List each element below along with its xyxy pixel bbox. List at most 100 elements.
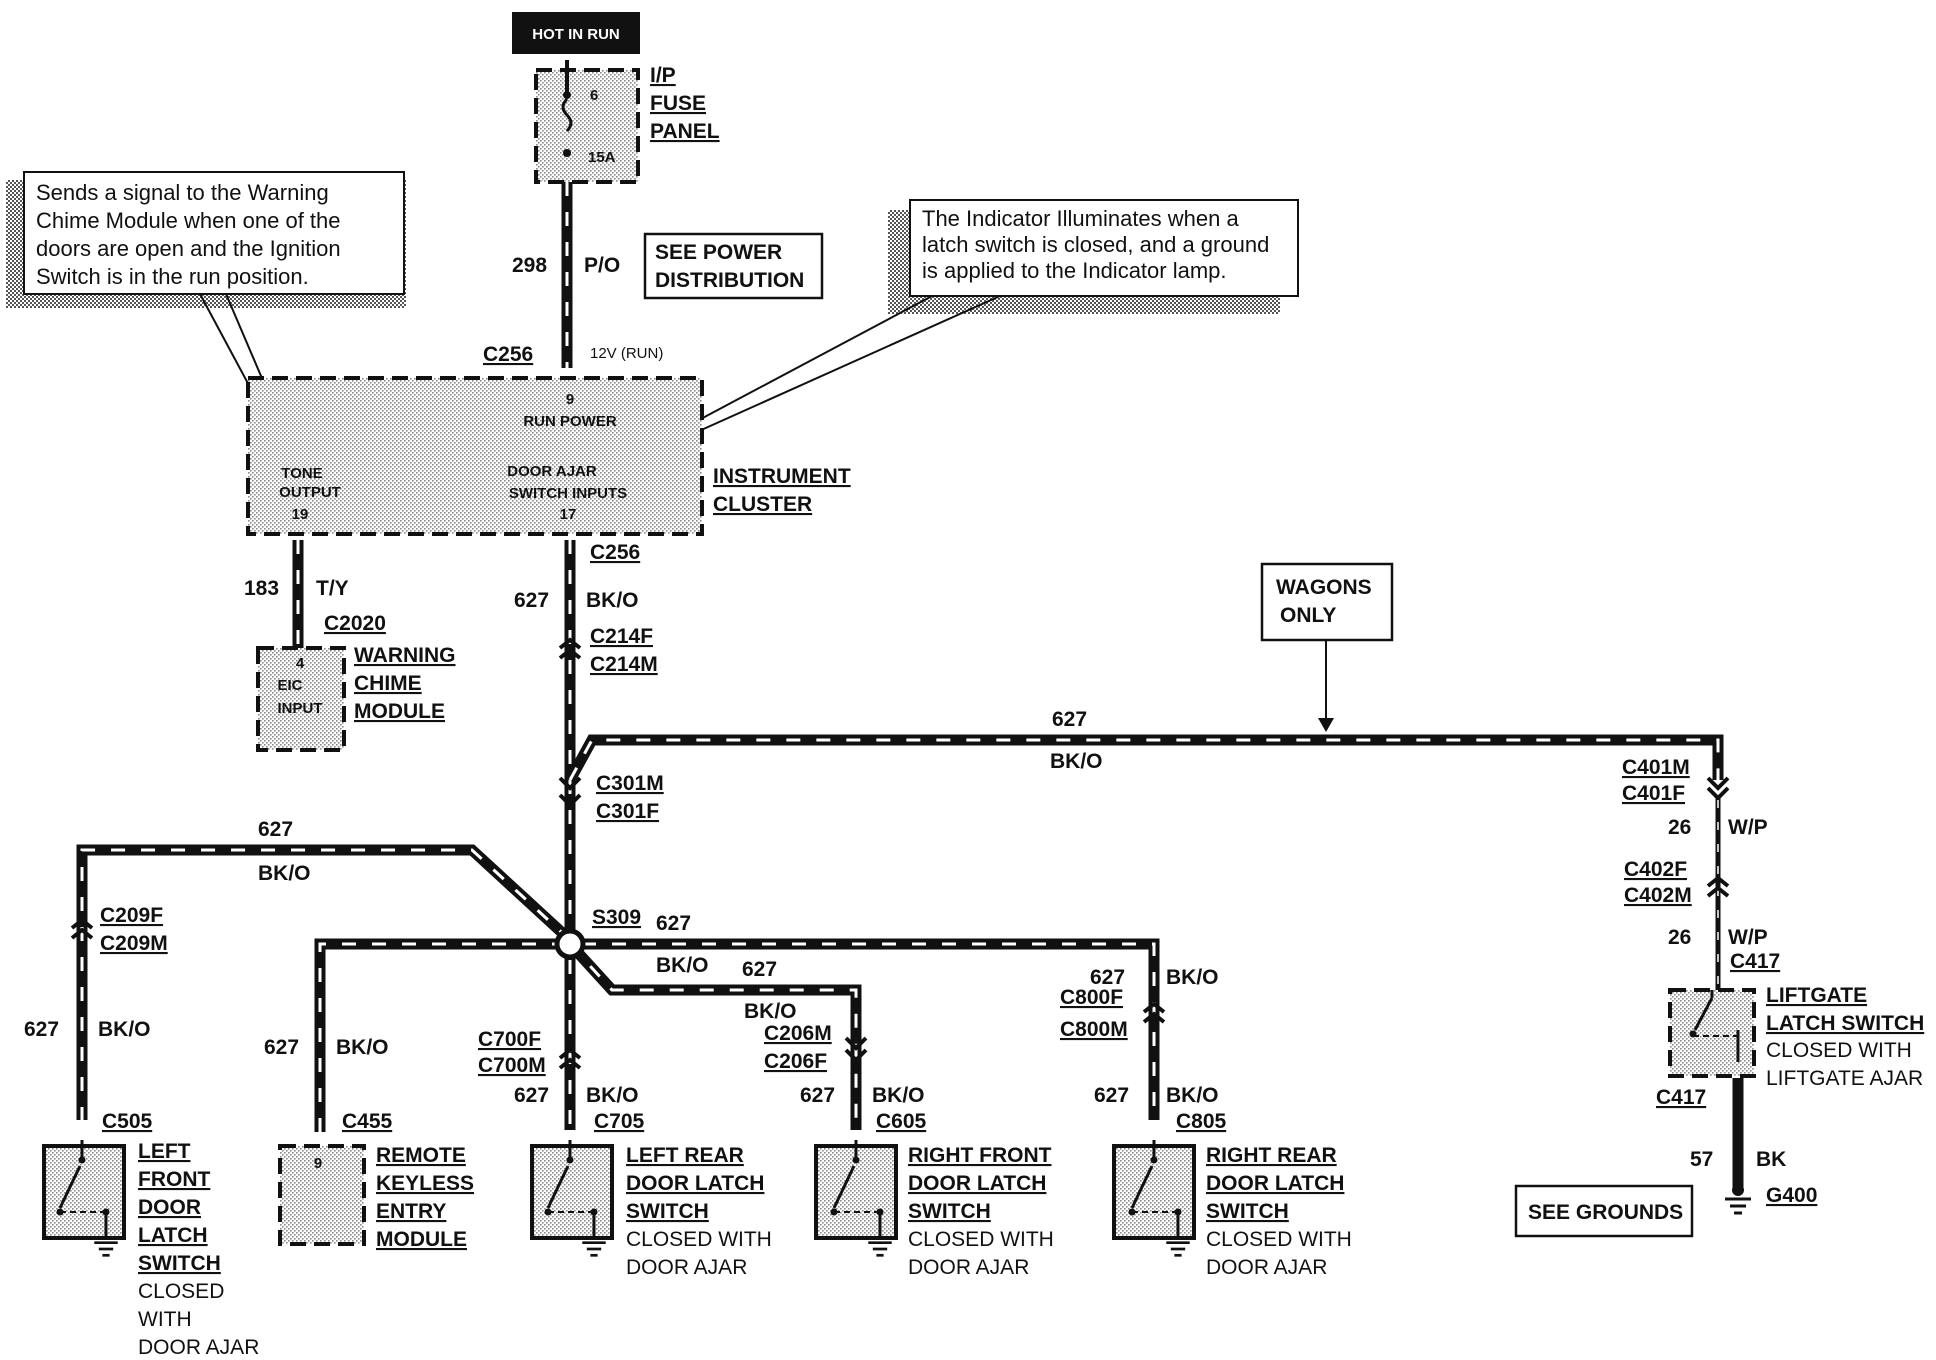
see-grounds-label: SEE GROUNDS (1528, 1201, 1683, 1224)
right-rear-circuit: 627 (1094, 1084, 1129, 1107)
ground-color: BK (1756, 1148, 1786, 1171)
voltage-label: 12V (RUN) (590, 345, 663, 362)
right-front-note-line-1: CLOSED WITH (908, 1228, 1054, 1251)
left-front-name-line-5: SWITCH (138, 1252, 221, 1275)
rke-pin: 9 (314, 1155, 322, 1172)
connector-c417-top: C417 (1730, 950, 1780, 973)
chime-pin-line-3: INPUT (278, 700, 323, 717)
left-front-circuit: 627 (24, 1018, 59, 1041)
ground-id: G400 (1766, 1184, 1817, 1207)
door-ajar-line-1: DOOR AJAR (507, 463, 597, 480)
left-note-box: Sends a signal to the Warning Chime Modu… (6, 171, 406, 459)
left-rear-name-line-3: SWITCH (626, 1200, 709, 1223)
rke-color: BK/O (336, 1036, 389, 1059)
instrument-cluster: 9 RUN POWER TONE OUTPUT 19 DOOR AJAR SWI… (246, 376, 851, 536)
wire-627-wagons (565, 734, 1724, 783)
left-rear-name-line-1: LEFT REAR (626, 1144, 744, 1167)
right-front-top-color: BK/O (744, 1000, 797, 1023)
right-front-color: BK/O (872, 1084, 925, 1107)
fuse-rating: 15A (588, 149, 616, 166)
left-note-line-1: Sends a signal to the Warning (36, 180, 329, 205)
tone-output-line-3: 19 (292, 506, 309, 523)
wagons-color: BK/O (1050, 750, 1103, 773)
connector-c256-top: C256 (483, 343, 533, 366)
left-front-color: BK/O (98, 1018, 151, 1041)
fuse-panel-line-3: PANEL (650, 120, 720, 143)
right-note-line-3: is applied to the Indicator lamp. (922, 258, 1227, 283)
liftgate-note-line-2: LIFTGATE AJAR (1766, 1067, 1923, 1090)
wagons-only-box: WAGONS ONLY (1260, 562, 1394, 732)
right-rear-name-line-3: SWITCH (1206, 1200, 1289, 1223)
connector-c401m: C401M (1622, 756, 1690, 779)
tone-output-line-2: OUTPUT (279, 484, 341, 501)
liftgate-name-line-1: LIFTGATE (1766, 984, 1867, 1007)
connector-c700f: C700F (478, 1028, 541, 1051)
liftgate-note-line-1: CLOSED WITH (1766, 1039, 1912, 1062)
warning-chime-module: 4 EIC INPUT WARNING CHIME MODULE (256, 644, 456, 752)
ground-circuit: 57 (1690, 1148, 1713, 1171)
chime-name-line-3: MODULE (354, 700, 445, 723)
circuit-298-number: 298 (512, 254, 547, 277)
left-front-name-line-2: FRONT (138, 1168, 210, 1191)
connector-c402m: C402M (1624, 884, 1692, 907)
splice-label: S309 (592, 906, 641, 929)
connector-c206f: C206F (764, 1050, 827, 1073)
left-front-top-color: BK/O (258, 862, 311, 885)
wire-627-left-front (76, 844, 574, 1120)
right-rear-top-color: BK/O (1166, 966, 1219, 989)
left-note-line-3: doors are open and the Ignition (36, 236, 341, 261)
connector-symbol-c401 (1706, 776, 1730, 801)
fuse-panel: 6 15A I/P FUSE PANEL (534, 60, 720, 184)
connector-c505: C505 (102, 1110, 153, 1133)
hot-in-run-block: HOT IN RUN (512, 12, 640, 54)
rke-name-line-4: MODULE (376, 1228, 467, 1251)
right-front-note-line-2: DOOR AJAR (908, 1256, 1029, 1279)
connector-c805: C805 (1176, 1110, 1227, 1133)
connector-c301m: C301M (596, 772, 664, 795)
wagons-only-line-1: WAGONS (1276, 576, 1372, 599)
right-front-name-line-2: DOOR LATCH (908, 1172, 1046, 1195)
wagons-wp2-circuit: 26 (1668, 926, 1691, 949)
trunk-color: BK/O (586, 589, 639, 612)
right-note-box: The Indicator Illuminates when a latch s… (604, 199, 1299, 471)
left-rear-name-line-2: DOOR LATCH (626, 1172, 764, 1195)
cluster-name-line-2: CLUSTER (713, 493, 812, 516)
connector-c705: C705 (594, 1110, 645, 1133)
bus-color: BK/O (656, 954, 709, 977)
hot-in-run-label: HOT IN RUN (532, 26, 620, 43)
tone-output-line-1: TONE (281, 465, 322, 482)
connector-symbol-c700 (558, 1047, 582, 1070)
right-front-latch-switch (814, 1140, 898, 1257)
wagons-wp2-color: W/P (1728, 926, 1768, 949)
ground-symbol-g400 (1723, 1184, 1753, 1215)
see-power-line-2: DISTRIBUTION (655, 269, 804, 292)
wagons-only-line-2: ONLY (1280, 604, 1336, 627)
see-grounds-box: SEE GROUNDS (1514, 1184, 1694, 1238)
fuse-panel-line-2: FUSE (650, 92, 706, 115)
left-rear-note-line-1: CLOSED WITH (626, 1228, 772, 1251)
door-ajar-line-3: 17 (560, 506, 577, 523)
wagons-wp1-color: W/P (1728, 816, 1768, 839)
connector-symbol-c402 (1706, 875, 1730, 898)
left-front-name-line-3: DOOR (138, 1196, 201, 1219)
connector-c2020: C2020 (324, 612, 386, 635)
wire-627-bus (314, 938, 1160, 1132)
left-front-top-circuit: 627 (258, 818, 293, 841)
trunk-circuit: 627 (514, 589, 549, 612)
right-rear-name-line-2: DOOR LATCH (1206, 1172, 1344, 1195)
connector-symbol-c209 (70, 917, 94, 940)
connector-c401f: C401F (1622, 782, 1685, 805)
right-rear-color: BK/O (1166, 1084, 1219, 1107)
right-rear-note-line-1: CLOSED WITH (1206, 1228, 1352, 1251)
remote-keyless-entry-module: 9 (278, 1144, 366, 1246)
connector-symbol-c800 (1142, 1001, 1166, 1024)
wagons-circuit: 627 (1052, 708, 1087, 731)
fuse-number: 6 (590, 87, 598, 104)
rke-circuit: 627 (264, 1036, 299, 1059)
right-note-line-1: The Indicator Illuminates when a (922, 206, 1239, 231)
chime-pin-line-1: 4 (296, 655, 305, 672)
left-rear-color: BK/O (586, 1084, 639, 1107)
right-front-name-line-3: SWITCH (908, 1200, 991, 1223)
circuit-298-color: P/O (584, 254, 620, 277)
